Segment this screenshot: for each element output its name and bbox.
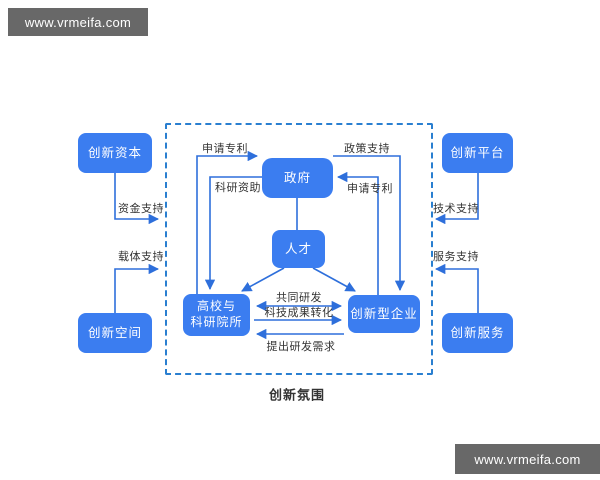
edge-label-policy-support: 政策支持 bbox=[344, 143, 390, 155]
node-label: 创新服务 bbox=[450, 325, 505, 340]
arrow-funding-support bbox=[114, 173, 160, 225]
arrow-research-funding bbox=[204, 176, 262, 291]
watermark-top-left: www.vrmeifa.com bbox=[8, 8, 148, 36]
node-label: 政府 bbox=[283, 170, 311, 185]
edge-label-funding-support: 资金支持 bbox=[118, 203, 164, 215]
edge-label-research-funding: 科研资助 bbox=[215, 182, 261, 194]
edge-label-carrier-support: 载体支持 bbox=[118, 251, 164, 263]
edge-label-tech-support: 技术支持 bbox=[433, 203, 479, 215]
node-label-line2: 科研院所 bbox=[190, 315, 243, 329]
edge-label-achievement-transfer: 科技成果转化 bbox=[264, 307, 334, 319]
arrow-tech-support bbox=[434, 173, 479, 225]
node-label: 人才 bbox=[284, 241, 312, 256]
node-label-line1: 高校与 bbox=[196, 299, 236, 314]
arrow-service-support bbox=[434, 263, 479, 313]
edge-label-rd-demand: 提出研发需求 bbox=[266, 341, 336, 353]
node-government: 政府 bbox=[262, 158, 333, 198]
node-innovation-space: 创新空间 bbox=[78, 313, 152, 353]
arrow-carrier-support bbox=[114, 263, 160, 313]
node-label: 创新空间 bbox=[87, 325, 142, 340]
arrow-talent-university bbox=[241, 267, 285, 292]
edge-label-service-support: 服务支持 bbox=[433, 251, 479, 263]
node-label: 创新资本 bbox=[87, 145, 142, 160]
edge-label-apply-patent-left: 申请专利 bbox=[202, 143, 248, 155]
node-talent: 人才 bbox=[272, 230, 325, 268]
edge-label-joint-rd: 共同研发 bbox=[276, 292, 322, 304]
node-innovative-enterprise: 创新型企业 bbox=[348, 295, 420, 333]
arrow-apply-patent-left bbox=[196, 150, 259, 294]
node-university-research-institutes: 高校与 科研院所 bbox=[183, 294, 250, 336]
innovation-atmosphere-region bbox=[165, 123, 433, 375]
arrow-policy-support bbox=[333, 155, 406, 292]
arrow-talent-enterprise bbox=[312, 267, 356, 292]
edge-label-apply-patent-right: 申请专利 bbox=[347, 183, 393, 195]
node-innovation-platform: 创新平台 bbox=[442, 133, 513, 173]
region-label-innovation-atmosphere: 创新氛围 bbox=[268, 387, 326, 403]
watermark-bottom-right: www.vrmeifa.com bbox=[455, 444, 600, 474]
arrow-apply-patent-right bbox=[336, 171, 379, 295]
node-label: 创新平台 bbox=[450, 145, 505, 160]
node-innovation-service: 创新服务 bbox=[442, 313, 513, 353]
node-innovation-capital: 创新资本 bbox=[78, 133, 152, 173]
node-label: 创新型企业 bbox=[350, 306, 418, 321]
